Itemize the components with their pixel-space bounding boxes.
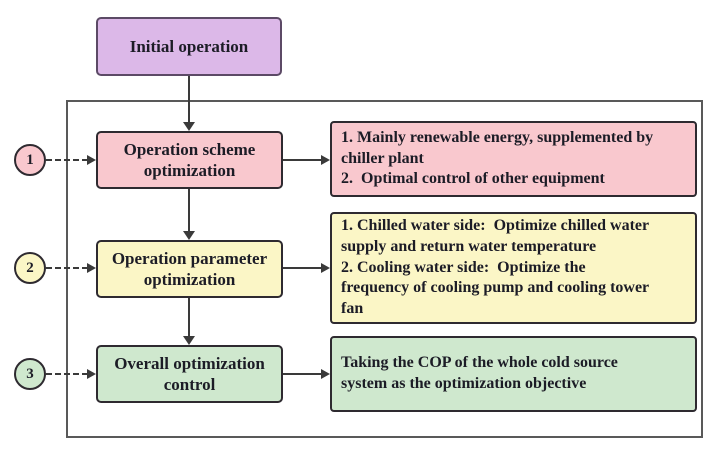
- step1-number-circle: 1: [14, 144, 46, 176]
- overall-detail-box: Taking the COP of the whole cold source …: [330, 336, 697, 412]
- arrow-circle2-head: [87, 263, 96, 273]
- arrow-circle1-dashed-line: [46, 159, 88, 161]
- arrow-initial-to-scheme-line: [188, 76, 190, 123]
- initial-operation-label: Initial operation: [129, 36, 249, 56]
- arrow-circle1-head: [87, 155, 96, 165]
- overall-control-box: Overall optimization control: [96, 345, 283, 403]
- scheme-optimization-box: Operation scheme optimization: [96, 131, 283, 189]
- outer-frame: [66, 100, 703, 438]
- parameter-optimization-box: Operation parameter optimization: [96, 240, 283, 298]
- scheme-optimization-label: Operation scheme optimization: [123, 139, 256, 180]
- arrow-scheme-to-detail-line: [283, 159, 322, 161]
- arrow-circle2-dashed-line: [46, 267, 88, 269]
- arrow-overall-to-detail-head: [321, 369, 330, 379]
- overall-control-label: Overall optimization control: [114, 353, 265, 394]
- arrow-scheme-to-detail-head: [321, 155, 330, 165]
- scheme-detail-box: 1. Mainly renewable energy, supplemented…: [330, 121, 697, 197]
- arrow-parameter-to-overall-head: [183, 336, 195, 345]
- arrow-parameter-to-detail-head: [321, 263, 330, 273]
- step2-number: 2: [26, 259, 34, 276]
- arrow-initial-to-scheme-head: [183, 122, 195, 131]
- arrow-parameter-to-overall-line: [188, 298, 190, 337]
- step1-number: 1: [26, 151, 34, 168]
- parameter-detail-box: 1. Chilled water side: Optimize chilled …: [330, 212, 697, 324]
- step3-number-circle: 3: [14, 358, 46, 390]
- initial-operation-box: Initial operation: [96, 17, 282, 76]
- step2-number-circle: 2: [14, 252, 46, 284]
- arrow-scheme-to-parameter-line: [188, 189, 190, 232]
- arrow-circle3-head: [87, 369, 96, 379]
- parameter-optimization-label: Operation parameter optimization: [111, 248, 268, 289]
- arrow-circle3-dashed-line: [46, 373, 88, 375]
- arrow-scheme-to-parameter-head: [183, 231, 195, 240]
- arrow-parameter-to-detail-line: [283, 267, 322, 269]
- parameter-detail-text: 1. Chilled water side: Optimize chilled …: [341, 217, 650, 318]
- overall-detail-text: Taking the COP of the whole cold source …: [341, 354, 618, 392]
- step3-number: 3: [26, 365, 34, 382]
- scheme-detail-text: 1. Mainly renewable energy, supplemented…: [341, 128, 654, 188]
- arrow-overall-to-detail-line: [283, 373, 322, 375]
